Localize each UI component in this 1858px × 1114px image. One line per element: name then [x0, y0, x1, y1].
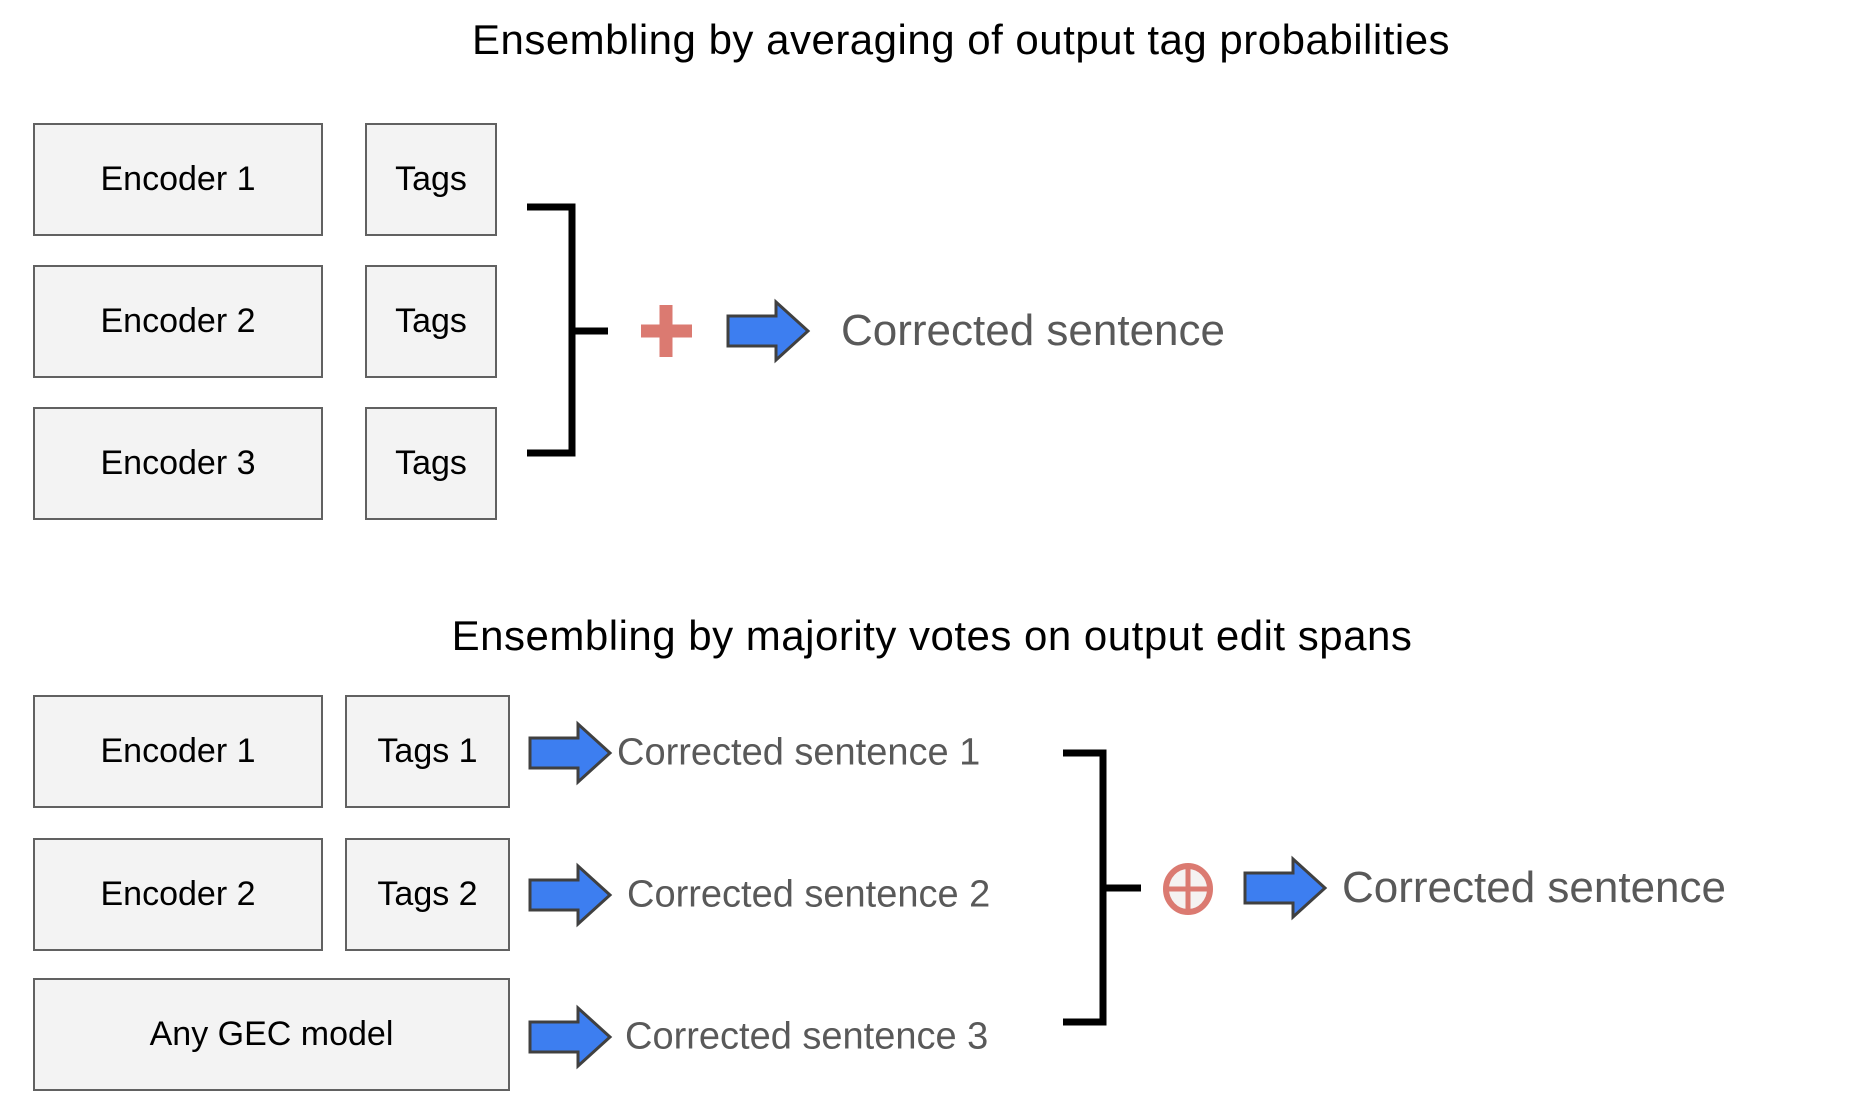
tags-2-box-averaging: Tags	[365, 265, 497, 378]
voting-output-label: Corrected sentence	[1342, 863, 1726, 912]
any-gec-model-box: Any GEC model	[33, 978, 510, 1091]
bracket-voting	[1063, 749, 1141, 1026]
corrected-sentence-1-label: Corrected sentence 1	[617, 731, 981, 774]
arrow-icon-voting-row-1	[528, 722, 612, 784]
tags-2-box-voting: Tags 2	[345, 838, 510, 951]
encoder-2-box-voting: Encoder 2	[33, 838, 323, 951]
circled-plus-icon	[1163, 863, 1213, 915]
corrected-sentence-2-label: Corrected sentence 2	[627, 873, 991, 916]
corrected-sentence-3-label: Corrected sentence 3	[625, 1015, 989, 1058]
tags-1-box-averaging: Tags	[365, 123, 497, 236]
arrow-icon-averaging-output	[726, 300, 810, 362]
arrow-icon-voting-output	[1243, 857, 1327, 919]
encoder-3-box-averaging: Encoder 3	[33, 407, 323, 520]
encoder-2-box-averaging: Encoder 2	[33, 265, 323, 378]
plus-icon	[641, 305, 692, 357]
tags-1-box-voting: Tags 1	[345, 695, 510, 808]
arrow-icon-voting-row-2	[528, 864, 612, 926]
encoder-1-box-voting: Encoder 1	[33, 695, 323, 808]
tags-3-box-averaging: Tags	[365, 407, 497, 520]
section-averaging-title: Ensembling by averaging of output tag pr…	[471, 16, 1451, 63]
averaging-output-label: Corrected sentence	[841, 306, 1225, 355]
section-voting-title: Ensembling by majority votes on output e…	[451, 612, 1413, 659]
encoder-1-box-averaging: Encoder 1	[33, 123, 323, 236]
arrow-icon-voting-row-3	[528, 1006, 612, 1068]
bracket-averaging	[527, 203, 608, 457]
